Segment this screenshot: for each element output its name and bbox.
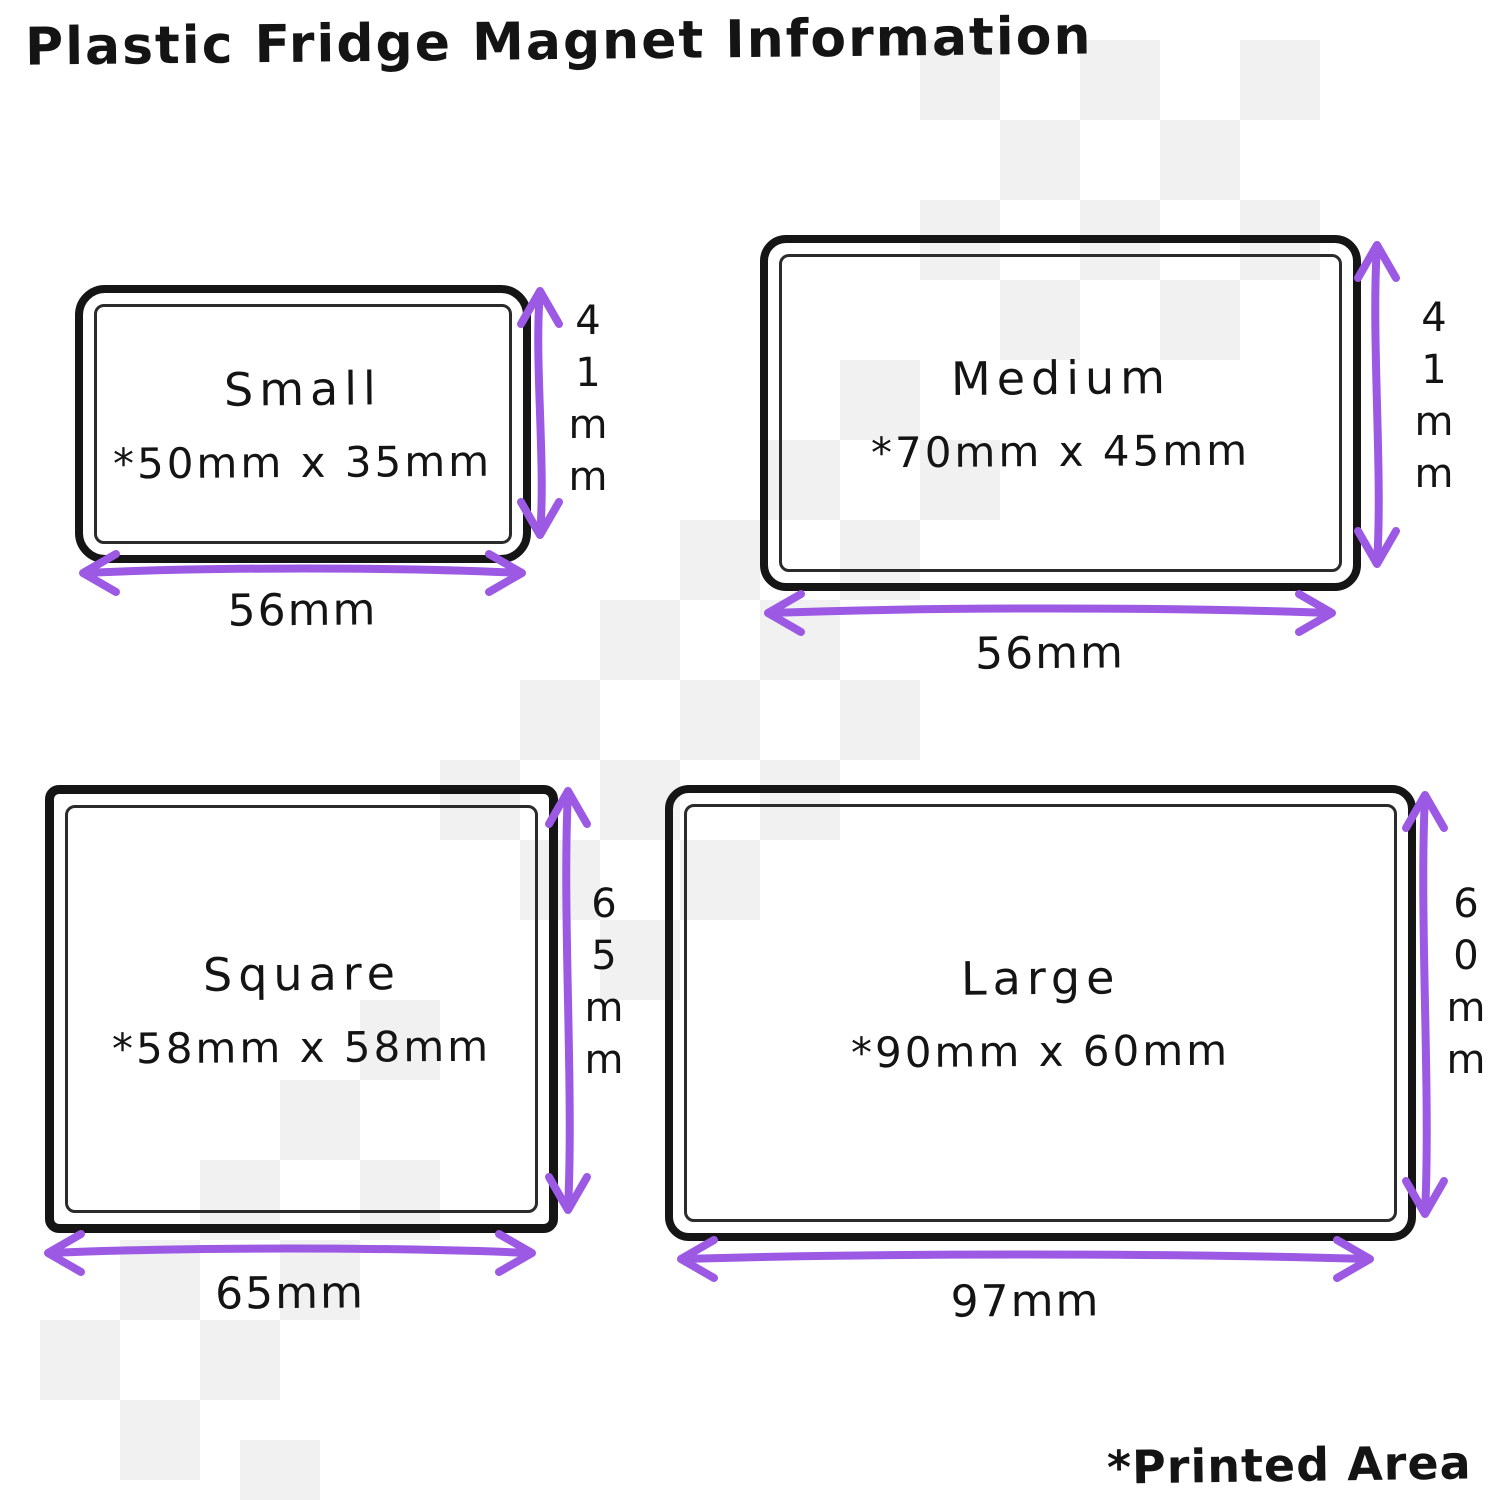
large-magnet-name: Large (960, 949, 1121, 1006)
small-magnet-printed-area: Small *50mm x 35mm (94, 304, 512, 544)
large-magnet-printed-size: *90mm x 60mm (850, 1025, 1231, 1077)
medium-magnet: Medium *70mm x 45mm (760, 235, 1361, 591)
small-width-arrow (79, 550, 526, 596)
small-magnet-printed-size: *50mm x 35mm (113, 436, 493, 488)
square-width-label: 65mm (214, 1267, 366, 1320)
medium-magnet-name: Medium (950, 349, 1171, 406)
square-magnet-printed-area: Square *58mm x 58mm (65, 805, 538, 1213)
medium-magnet-printed-size: *70mm x 45mm (870, 425, 1251, 477)
large-height-arrow (1402, 791, 1448, 1218)
large-width-arrow (677, 1236, 1374, 1282)
medium-width-label: 56mm (974, 627, 1126, 680)
large-magnet-printed-area: Large *90mm x 60mm (684, 804, 1397, 1222)
medium-height-arrow (1354, 241, 1400, 568)
medium-magnet-printed-area: Medium *70mm x 45mm (779, 254, 1342, 572)
square-height-arrow (545, 787, 591, 1214)
page-title: Plastic Fridge Magnet Information (24, 6, 1093, 78)
small-magnet-name: Small (223, 360, 383, 417)
square-magnet-printed-size: *58mm x 58mm (111, 1021, 492, 1073)
small-height-arrow (517, 287, 563, 539)
large-magnet: Large *90mm x 60mm (665, 785, 1416, 1241)
printed-area-footnote: *Printed Area (1107, 1435, 1473, 1495)
square-magnet: Square *58mm x 58mm (45, 785, 558, 1233)
small-width-label: 56mm (227, 584, 378, 637)
square-magnet-name: Square (202, 945, 401, 1002)
medium-width-arrow (764, 590, 1336, 636)
square-width-arrow (44, 1230, 536, 1276)
large-width-label: 97mm (950, 1275, 1101, 1328)
small-magnet: Small *50mm x 35mm (75, 285, 531, 563)
